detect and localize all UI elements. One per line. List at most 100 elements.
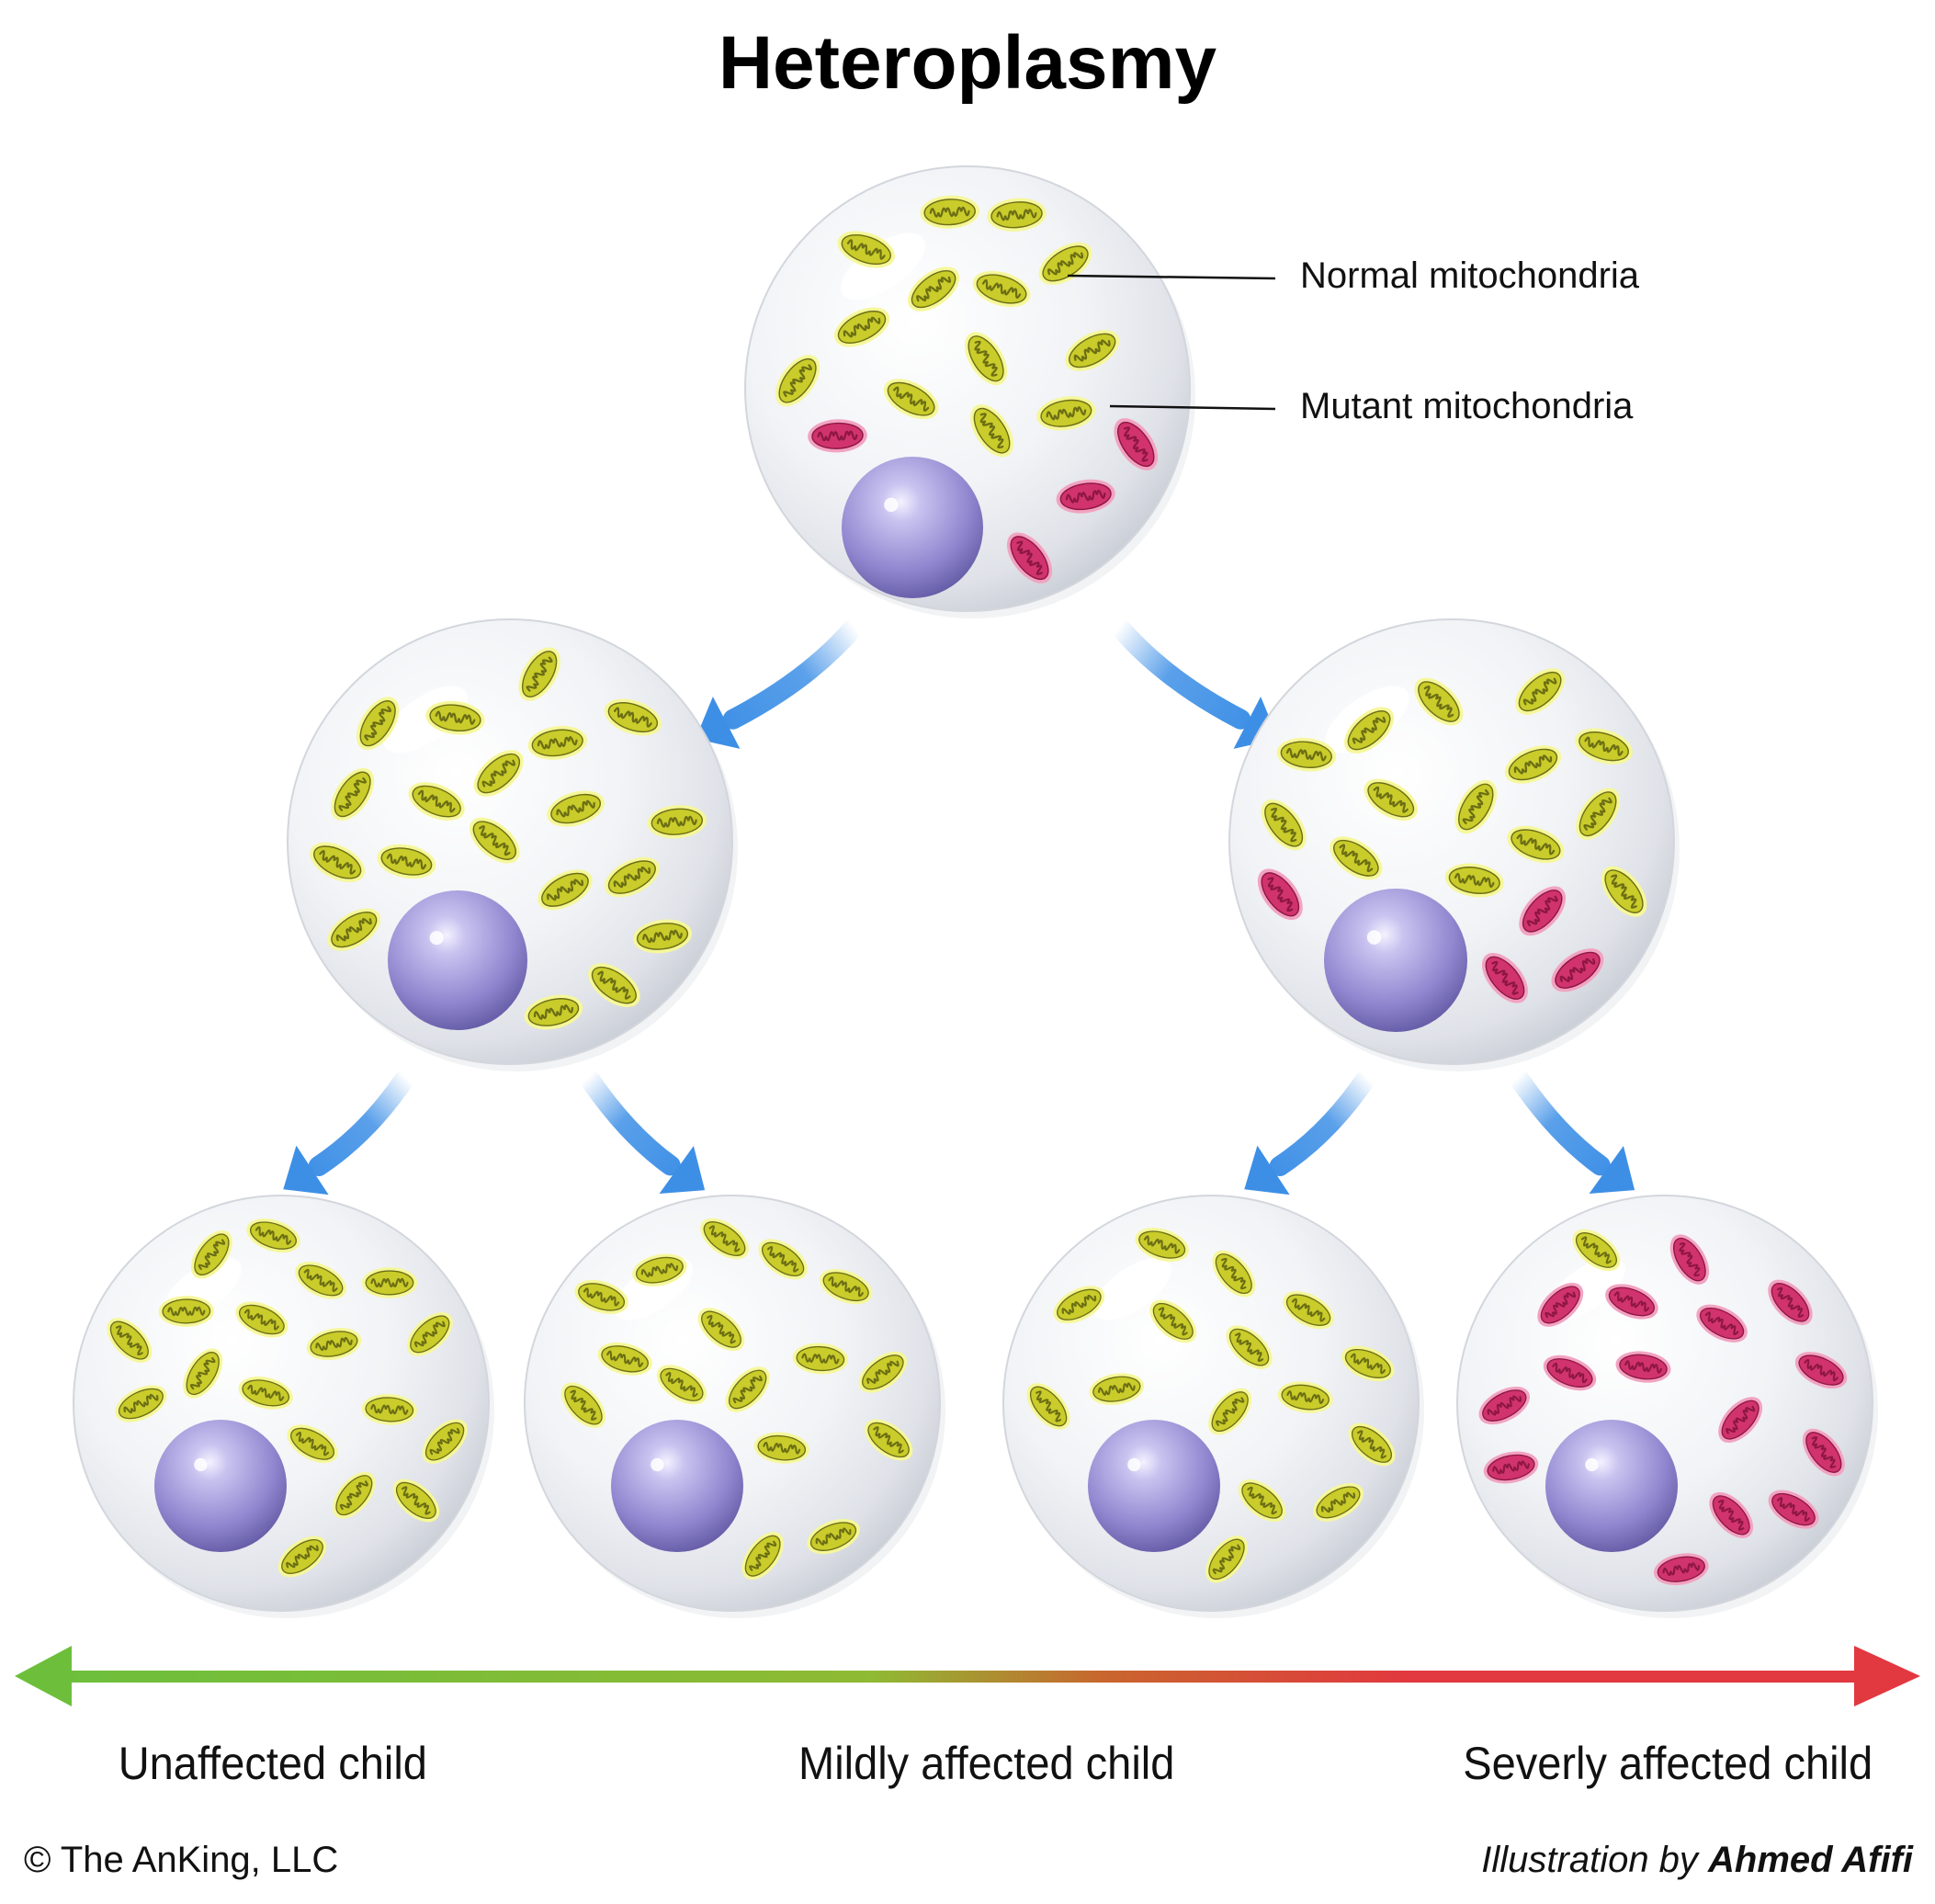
normal-mitochondrion [819, 1269, 873, 1305]
severity-scale-arrow [15, 1646, 1920, 1706]
normal-mitochondrion [1261, 799, 1307, 851]
normal-mitochondrion [1276, 737, 1336, 772]
scale-label-severely-affected: Severly affected child [1463, 1738, 1873, 1789]
nucleus-highlight [1127, 1457, 1141, 1472]
normal-mitochondrion [1026, 1383, 1070, 1430]
mutant-mitochondrion [1519, 886, 1567, 936]
normal-mitochondrion [1277, 1381, 1333, 1413]
normal-mitochondrion [1507, 825, 1565, 864]
normal-mitochondrion [115, 1385, 167, 1422]
normal-mitochondrion [1226, 1325, 1273, 1369]
normal-mitochondrion [741, 1532, 784, 1581]
normal-mitochondrion [1444, 863, 1504, 898]
normal-mitochondrion [473, 750, 524, 797]
normal-mitochondrion [697, 1308, 745, 1352]
nucleus-highlight [884, 497, 899, 513]
normal-mitochondrion [1065, 330, 1120, 371]
normal-mitochondrion [792, 1343, 849, 1375]
normal-mitochondrion [753, 1432, 809, 1464]
mutant-mitochondrion [1802, 1428, 1845, 1477]
scale-right-arrowhead [1854, 1646, 1920, 1706]
normal-mitochondrion [588, 963, 640, 1007]
normal-mitochondrion [361, 1267, 418, 1298]
normal-mitochondrion [331, 767, 375, 821]
nucleus [842, 457, 983, 598]
normal-mitochondrion [1135, 1228, 1189, 1262]
mutant-mitochondrion [1768, 1279, 1813, 1325]
normal-mitochondrion [1348, 1422, 1396, 1467]
normal-mitochondrion [864, 1419, 913, 1461]
cell-grandchild-3 [1002, 1195, 1424, 1618]
normal-mitochondrion [1601, 866, 1647, 917]
nucleus-highlight [651, 1457, 664, 1472]
normal-mitochondrion [1414, 677, 1464, 726]
nucleus-highlight [1366, 930, 1382, 945]
normal-mitochondrion [183, 1348, 223, 1399]
cell-grandchild-2 [524, 1195, 945, 1618]
normal-mitochondrion [1572, 1229, 1621, 1272]
normal-mitochondrion [356, 697, 400, 751]
normal-mitochondrion [332, 1471, 376, 1519]
normal-mitochondrion [425, 700, 485, 735]
normal-mitochondrion [775, 355, 820, 407]
nucleus [388, 890, 527, 1030]
mutant-mitochondrion [1709, 1491, 1754, 1538]
division-arrow [1109, 617, 1279, 749]
normal-mitochondrion [837, 231, 895, 268]
normal-mitochondrion [1330, 836, 1383, 880]
normal-mitochondrion [295, 1262, 347, 1299]
normal-mitochondrion [1575, 728, 1633, 765]
cell-highlight [1092, 1257, 1171, 1320]
normal-mitochondrion [1238, 1479, 1286, 1522]
normal-mitochondrion [758, 1239, 808, 1280]
nucleus [611, 1420, 743, 1552]
normal-mitochondrion [604, 698, 662, 736]
credit-name: Ahmed Afifi [1708, 1840, 1913, 1880]
mutant-mitochondrion [1653, 1553, 1709, 1586]
scale-bar [64, 1671, 1860, 1683]
normal-mitochondrion [1576, 788, 1621, 840]
division-arrow [695, 617, 865, 749]
mutant-mitochondrion [1768, 1490, 1819, 1529]
normal-mitochondrion [964, 332, 1008, 386]
normal-leader-line [1067, 274, 1276, 280]
mutant-mitochondrion [1537, 1282, 1584, 1327]
mutant-mitochondrion [1615, 1351, 1671, 1383]
normal-mitochondrion [107, 1318, 153, 1364]
nucleus-highlight [194, 1457, 208, 1472]
normal-mitochondrion [158, 1296, 215, 1327]
division-arrows [283, 617, 1635, 1196]
scale-label-unaffected: Unaffected child [118, 1738, 427, 1789]
normal-mitochondrion [920, 195, 979, 229]
normal-mitochondrion [422, 1419, 468, 1464]
normal-mitochondrion [1454, 779, 1498, 834]
normal-mitochondrion [310, 842, 366, 883]
normal-mitochondrion [656, 1365, 707, 1405]
nucleus [1324, 889, 1467, 1032]
normal-mitochondrion [277, 1536, 327, 1578]
normal-mitochondrion [246, 1218, 300, 1253]
mutant-mitochondrion [1114, 418, 1159, 470]
normal-mitochondrion [1205, 1536, 1249, 1583]
normal-mitochondrion [858, 1351, 908, 1393]
normal-mitochondrion [306, 1328, 362, 1361]
mutant-mitochondrion [1006, 532, 1053, 584]
cell-grandchild-1 [73, 1195, 494, 1618]
division-arrow [1508, 1067, 1635, 1194]
normal-mitochondrion [1515, 668, 1566, 715]
cell-grandchild-4 [1456, 1195, 1878, 1618]
cell-child-left [287, 618, 738, 1071]
normal-mitochondrion [547, 790, 605, 827]
normal-mitochondrion [1038, 242, 1092, 285]
normal-mitochondrion [725, 1366, 770, 1412]
nucleus [1088, 1420, 1220, 1552]
mutant-mitochondrion [1794, 1352, 1848, 1389]
normal-mitochondrion [392, 1479, 440, 1523]
mutant-mitochondrion [1257, 868, 1303, 921]
mutant-mitochondrion [1483, 1451, 1539, 1484]
nucleus-highlight [1585, 1457, 1599, 1472]
normal-mitochondrion [1341, 1345, 1395, 1382]
normal-mitochondrion [1504, 745, 1562, 784]
normal-mitochondrion [1149, 1299, 1197, 1343]
